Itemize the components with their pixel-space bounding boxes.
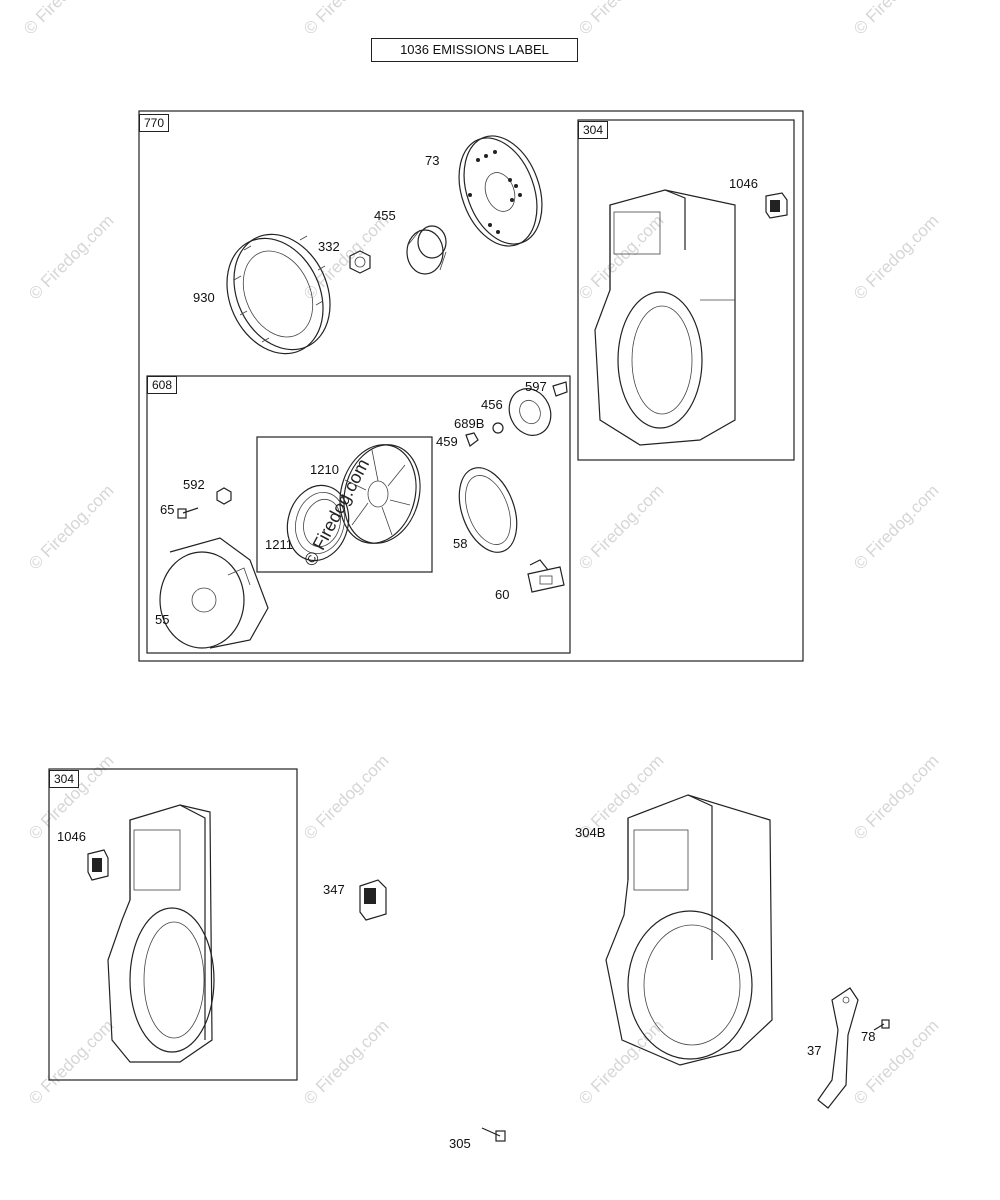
part-label-597: 597 — [525, 379, 547, 394]
part-label-60: 60 — [495, 587, 510, 602]
group-304-top-tag: 304 — [578, 121, 609, 139]
emission-tag-1046-top — [765, 192, 788, 219]
starter-handle-60 — [527, 559, 565, 593]
part-label-1211: 1211 — [265, 537, 293, 552]
part-label-1046-bottom: 1046 — [57, 829, 86, 844]
blower-housing-304b — [605, 794, 773, 1066]
part-label-332: 332 — [318, 239, 340, 254]
screw-305 — [481, 1127, 506, 1142]
starter-rope-58 — [458, 467, 518, 553]
cup-455 — [406, 225, 447, 275]
part-label-58: 58 — [453, 536, 468, 551]
air-guide-37 — [817, 987, 859, 1109]
part-label-459: 459 — [436, 434, 458, 449]
part-label-1046-top: 1046 — [729, 176, 758, 191]
emissions-label-box: 1036 EMISSIONS LABEL — [371, 38, 578, 62]
screw-65 — [177, 507, 199, 519]
part-label-65: 65 — [160, 502, 175, 517]
emission-tag-347 — [359, 879, 387, 921]
blower-housing-304-top — [594, 189, 736, 446]
part-label-689b: 689B — [454, 416, 485, 431]
part-label-930: 930 — [193, 290, 215, 305]
starter-housing-55 — [159, 537, 269, 649]
rewind-cup-930 — [226, 233, 331, 355]
pawl-assembly-456 — [465, 381, 568, 447]
part-label-347: 347 — [323, 882, 345, 897]
part-label-73: 73 — [425, 153, 440, 168]
group-304-bottom-tag: 304 — [49, 770, 80, 788]
nut-332 — [349, 250, 371, 274]
screen-73 — [458, 135, 543, 247]
emission-tag-1046-bottom — [87, 849, 109, 881]
nut-592 — [216, 487, 232, 505]
part-label-455: 455 — [374, 208, 396, 223]
part-label-305: 305 — [449, 1136, 471, 1151]
group-608-tag: 608 — [147, 376, 178, 394]
starter-pulley-1210 — [339, 444, 421, 544]
part-label-55: 55 — [155, 612, 170, 627]
starter-pulley-subframe — [256, 436, 433, 573]
part-label-78: 78 — [861, 1029, 876, 1044]
group-608-frame — [146, 375, 571, 654]
part-label-456: 456 — [481, 397, 503, 412]
group-304-bottom-frame — [48, 768, 298, 1081]
part-label-304b: 304B — [575, 825, 606, 840]
group-304-top-frame — [577, 119, 795, 461]
group-770-frame — [138, 110, 804, 662]
blower-housing-304-bottom — [107, 804, 215, 1063]
part-label-1210: 1210 — [310, 462, 339, 477]
screw-78 — [873, 1019, 890, 1031]
group-770-tag: 770 — [139, 114, 170, 132]
part-label-37: 37 — [807, 1043, 822, 1058]
rewind-spring-1211 — [286, 484, 350, 562]
part-label-592: 592 — [183, 477, 205, 492]
